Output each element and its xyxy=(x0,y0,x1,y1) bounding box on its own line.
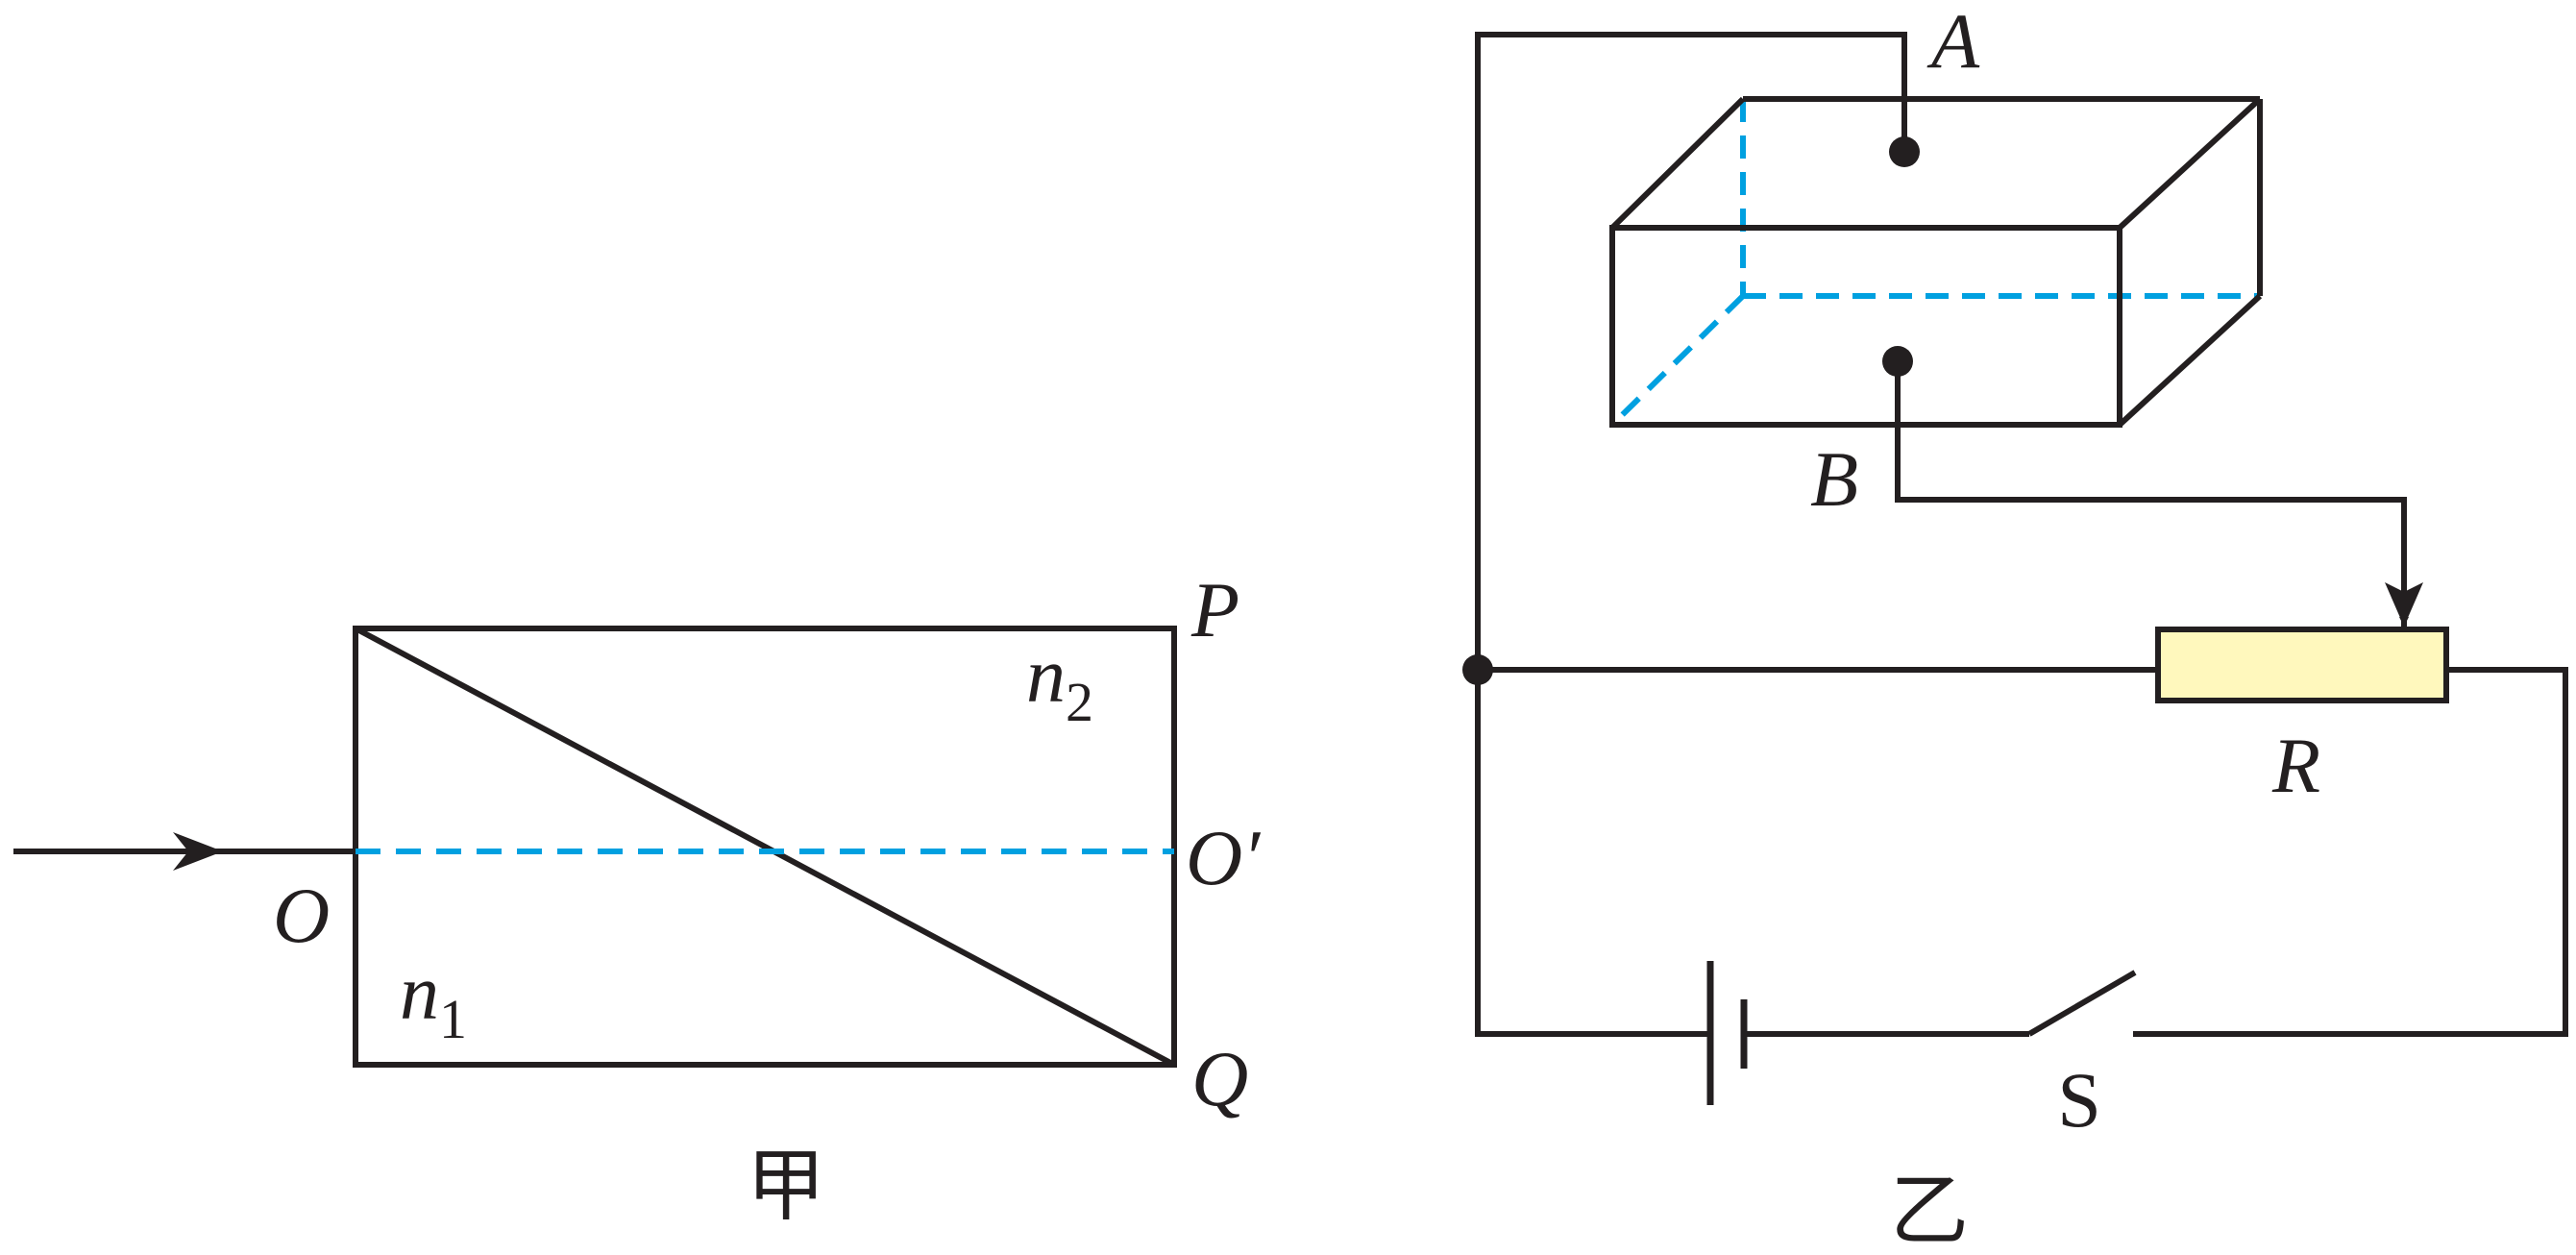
prism-diagonal xyxy=(354,626,1176,1068)
rheostat-resistor xyxy=(2155,627,2449,703)
label-O: O xyxy=(273,872,330,959)
figure-jia: P Q O O′ n2 n1 甲 xyxy=(13,566,1261,1232)
label-R: R xyxy=(2271,722,2320,809)
label-S: S xyxy=(2057,1056,2101,1144)
circuit-wires xyxy=(1475,32,2568,1037)
figure-yi: A B R S 乙 xyxy=(1462,0,2568,1255)
label-P: P xyxy=(1190,566,1239,653)
terminal-A-dot xyxy=(1889,136,1920,167)
label-O-prime: O′ xyxy=(1186,814,1261,901)
caption-yi: 乙 xyxy=(1890,1166,1969,1255)
label-n1: n1 xyxy=(400,948,467,1050)
label-B: B xyxy=(1810,435,1858,523)
prism-rectangle xyxy=(353,626,1177,1068)
switch-lever xyxy=(2027,970,2137,1037)
label-A: A xyxy=(1926,0,1980,85)
rheostat-slider-arrowhead xyxy=(2385,582,2423,627)
caption-jia: 甲 xyxy=(747,1141,825,1232)
incident-ray-arrowhead xyxy=(173,832,223,871)
label-n2: n2 xyxy=(1026,631,1093,733)
label-Q: Q xyxy=(1191,1035,1248,1122)
box-hidden-edges xyxy=(1609,99,2260,428)
junction-dot xyxy=(1462,654,1493,685)
cuboid-box xyxy=(1609,96,2263,428)
terminal-B-dot xyxy=(1882,346,1913,377)
